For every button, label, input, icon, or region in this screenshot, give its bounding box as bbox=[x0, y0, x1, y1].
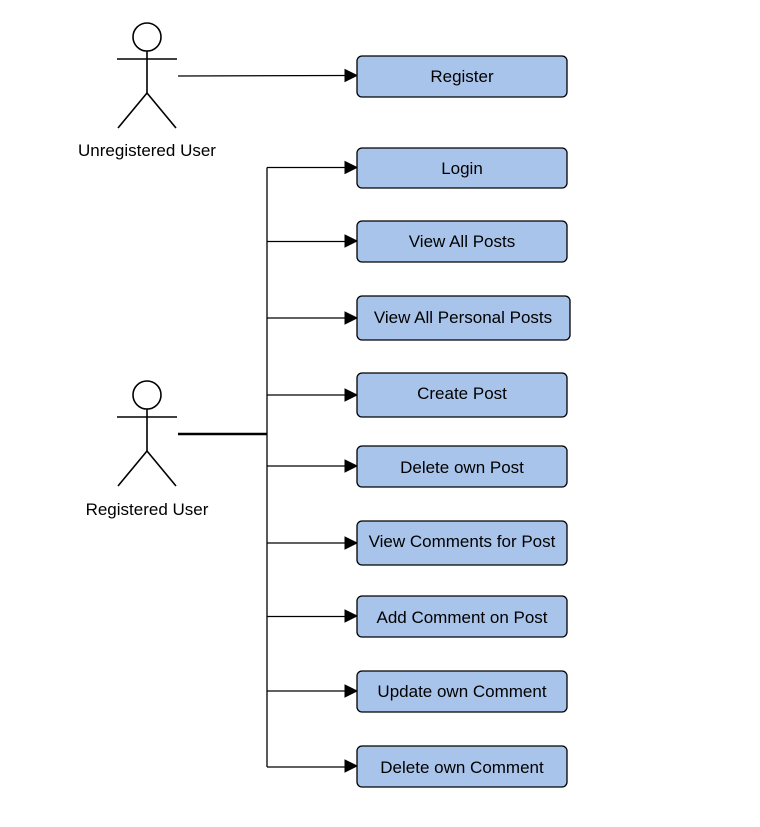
usecase-box[interactable] bbox=[356, 670, 568, 713]
usecase-label: Create Post bbox=[417, 384, 507, 403]
usecase-box[interactable] bbox=[356, 220, 568, 263]
actor-left-leg bbox=[117, 92, 148, 129]
usecase-view-all-personal-posts[interactable]: View All Personal Posts bbox=[356, 295, 571, 341]
usecase-box[interactable] bbox=[356, 745, 568, 788]
usecase-view-comments-for-post[interactable]: View Comments for Post bbox=[356, 520, 568, 566]
actor-head-icon bbox=[132, 380, 162, 410]
usecase-label: Add Comment on Post bbox=[376, 608, 547, 627]
actor-label-unregistered: Unregistered User bbox=[78, 141, 216, 160]
usecase-register[interactable]: Register bbox=[356, 55, 568, 98]
usecase-label: Login bbox=[441, 159, 483, 178]
usecase-box[interactable] bbox=[356, 520, 568, 566]
usecase-label: Delete own Comment bbox=[380, 758, 544, 777]
usecase-update-own-comment[interactable]: Update own Comment bbox=[356, 670, 568, 713]
arrowhead-icon bbox=[344, 684, 359, 698]
usecase-login[interactable]: Login bbox=[356, 147, 568, 189]
arrowhead-icon bbox=[344, 459, 359, 473]
usecase-label: Register bbox=[430, 67, 494, 86]
usecase-box[interactable] bbox=[356, 445, 568, 488]
usecase-view-all-posts[interactable]: View All Posts bbox=[356, 220, 568, 263]
arrowhead-icon bbox=[344, 311, 359, 325]
actor-head-icon bbox=[132, 22, 162, 52]
actor-right-leg bbox=[146, 450, 177, 487]
connector-register bbox=[177, 74, 347, 77]
arrowhead-icon bbox=[344, 388, 359, 402]
actor-registered-user: Registered User bbox=[86, 380, 209, 519]
usecase-label: View Comments for Post bbox=[369, 532, 556, 551]
usecase-delete-own-comment[interactable]: Delete own Comment bbox=[356, 745, 568, 788]
usecase-delete-own-post[interactable]: Delete own Post bbox=[356, 445, 568, 488]
actor-label-registered: Registered User bbox=[86, 500, 209, 519]
usecase-box[interactable] bbox=[356, 147, 568, 189]
actor-unregistered-user: Unregistered User bbox=[78, 22, 216, 160]
arrowhead-icon bbox=[344, 609, 359, 623]
arrowhead-icon bbox=[344, 536, 359, 550]
connectors bbox=[177, 68, 359, 773]
usecase-box[interactable] bbox=[356, 595, 568, 638]
usecase-label: View All Personal Posts bbox=[374, 308, 552, 327]
usecase-box[interactable] bbox=[356, 295, 571, 341]
usecase-label: Delete own Post bbox=[400, 458, 524, 477]
usecase-create-post[interactable]: Create Post bbox=[356, 372, 568, 418]
usecase-label: View All Posts bbox=[409, 232, 515, 251]
usecase-add-comment-on-post[interactable]: Add Comment on Post bbox=[356, 595, 568, 638]
usecase-box[interactable] bbox=[356, 55, 568, 98]
actor-left-leg bbox=[117, 450, 148, 487]
actor-right-leg bbox=[146, 92, 177, 129]
usecase-box[interactable] bbox=[356, 372, 568, 418]
arrowhead-icon bbox=[344, 234, 359, 248]
arrowhead-icon bbox=[344, 68, 359, 83]
arrowhead-icon bbox=[344, 759, 359, 773]
usecase-label: Update own Comment bbox=[377, 682, 546, 701]
arrowhead-icon bbox=[344, 160, 359, 175]
